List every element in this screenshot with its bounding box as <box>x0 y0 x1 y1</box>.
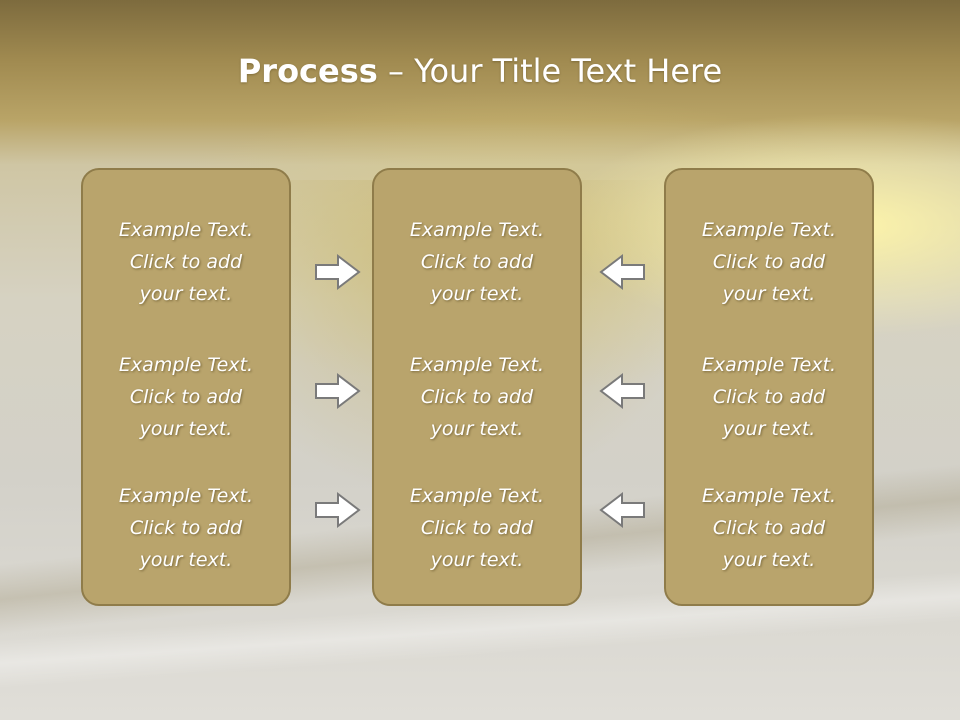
text-line: Example Text. <box>118 485 254 507</box>
text-block[interactable]: Example Text. Click to add your text. <box>666 214 872 310</box>
text-line: your text. <box>430 418 524 440</box>
text-block[interactable]: Example Text. Click to add your text. <box>666 480 872 576</box>
text-line: your text. <box>139 549 233 571</box>
text-line: Example Text. <box>701 485 837 507</box>
arrow-right-icon <box>314 371 362 411</box>
text-block[interactable]: Example Text. Click to add your text. <box>83 214 289 310</box>
text-line: your text. <box>430 549 524 571</box>
process-box-1[interactable]: Example Text. Click to add your text. Ex… <box>81 168 291 606</box>
text-block[interactable]: Example Text. Click to add your text. <box>374 349 580 445</box>
text-line: your text. <box>139 283 233 305</box>
arrow-left-icon <box>598 371 646 411</box>
arrow-left-icon <box>598 252 646 292</box>
title-rest: – Your Title Text Here <box>377 52 723 90</box>
text-line: your text. <box>722 283 816 305</box>
text-line: your text. <box>722 418 816 440</box>
arrow-left-icon <box>598 490 646 530</box>
text-line: Example Text. <box>701 354 837 376</box>
text-line: Example Text. <box>701 219 837 241</box>
text-line: Click to add <box>712 517 826 539</box>
process-box-2[interactable]: Example Text. Click to add your text. Ex… <box>372 168 582 606</box>
text-block[interactable]: Example Text. Click to add your text. <box>666 349 872 445</box>
text-line: Click to add <box>712 251 826 273</box>
text-line: Click to add <box>420 251 534 273</box>
text-line: your text. <box>430 283 524 305</box>
text-line: Click to add <box>129 517 243 539</box>
text-line: your text. <box>722 549 816 571</box>
text-line: Click to add <box>129 386 243 408</box>
title-bold: Process <box>237 52 378 90</box>
text-line: Example Text. <box>118 219 254 241</box>
process-box-3[interactable]: Example Text. Click to add your text. Ex… <box>664 168 874 606</box>
text-block[interactable]: Example Text. Click to add your text. <box>83 480 289 576</box>
text-line: Click to add <box>420 517 534 539</box>
text-line: Example Text. <box>409 485 545 507</box>
arrow-right-icon <box>314 490 362 530</box>
text-block[interactable]: Example Text. Click to add your text. <box>374 214 580 310</box>
text-line: Example Text. <box>409 354 545 376</box>
text-line: Click to add <box>129 251 243 273</box>
text-block[interactable]: Example Text. Click to add your text. <box>83 349 289 445</box>
text-line: your text. <box>139 418 233 440</box>
text-block[interactable]: Example Text. Click to add your text. <box>374 480 580 576</box>
slide-title[interactable]: Process – Your Title Text Here <box>0 52 960 90</box>
arrow-right-icon <box>314 252 362 292</box>
text-line: Example Text. <box>118 354 254 376</box>
text-line: Click to add <box>712 386 826 408</box>
text-line: Click to add <box>420 386 534 408</box>
text-line: Example Text. <box>409 219 545 241</box>
